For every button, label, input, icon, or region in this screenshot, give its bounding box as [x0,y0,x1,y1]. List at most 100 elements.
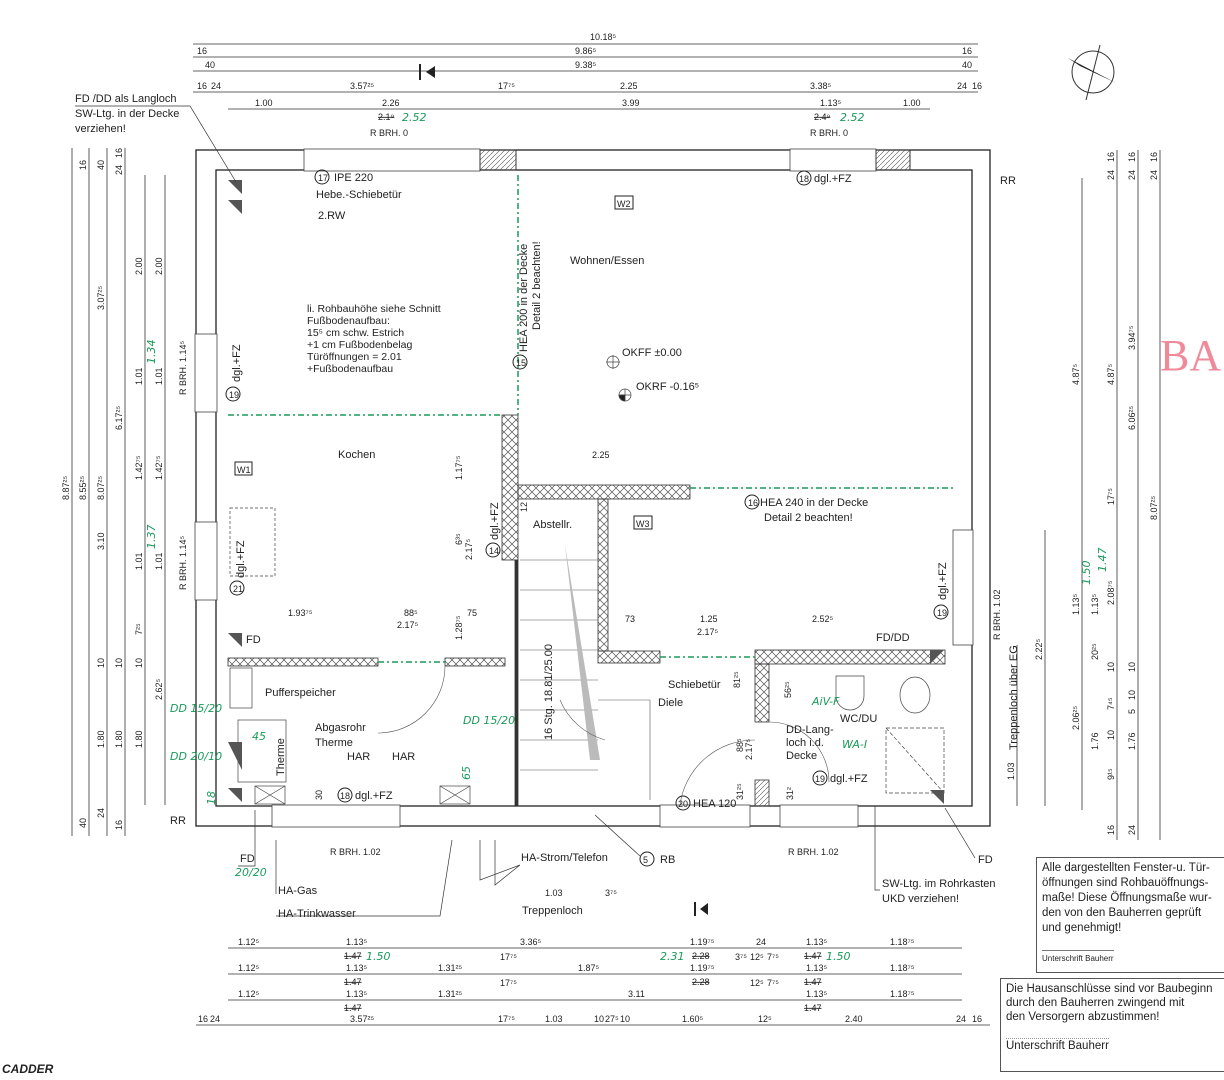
dim-text: 2.17⁵ [397,620,419,630]
dim-text: 1.13⁵ [806,963,828,973]
handwritten-dim: 1.50 [1080,561,1093,586]
room-har: HAR [392,751,415,763]
window-label: dgl.+FZ [937,562,949,600]
level-label: OKRF -0.16⁵ [636,381,699,393]
corner-hatches [228,180,944,804]
note-openings: Alle dargestellten Fenster-u. Tür- öffnu… [1036,857,1224,973]
dd-langloch-note: DD-Lang- loch i.d. Decke [786,724,834,762]
dim-text: 2.62⁵ [154,678,164,700]
dim-text: 16 [114,148,124,158]
dim-text: 16 [1106,825,1116,835]
dim-text-struck: 1.47 [344,977,362,987]
dim-text: 24 [1127,825,1137,835]
dim-text: 6³⁵ [454,533,464,545]
dim-text: 7⁴⁵ [1106,697,1116,710]
dim-text: 2.52⁵ [812,614,834,624]
dim-text: 81²⁵ [732,671,742,688]
dim-text: 3.36⁵ [520,937,542,947]
utility-label: HA-Strom/Telefon [521,852,608,864]
dim-text: 12⁵ [750,978,764,988]
handwritten-note: 65 [460,766,473,780]
beam-note: Detail 2 beachten! [764,512,853,524]
left-dimensions: 8.87²⁵ 8.55²⁵ 8.07²⁵ 3.07²⁵ 6.17²⁵ 2.00 … [61,148,164,830]
dim-text: 1.03 [1006,762,1016,780]
dim-text: 30 [314,790,324,800]
dim-text: 1.87⁵ [578,963,600,973]
dim-text: 1.13⁵ [820,98,842,108]
stairwell-label: Treppenloch über EG [1008,645,1020,750]
level-label: OKFF ±0.00 [622,347,682,359]
dim-text: 24 [956,1014,966,1024]
note-ukd: UKD verziehen! [882,893,959,905]
stairs [520,545,651,800]
handwritten-note: 20/20 [235,866,267,879]
dim-text: 31²⁵ [735,783,745,800]
stairs-label: 16 Stg. 18.81/25.00 [543,644,555,740]
dim-text: 16 [114,820,124,830]
rohbau-note: li. Rohbauhöhe siehe Schnitt Fußbodenauf… [307,303,441,375]
dim-text: 3.10 [96,532,106,550]
shaft-label: FD/DD [876,632,910,644]
window-number: 16 [748,498,758,508]
dim-text: 2.25 [620,81,638,91]
note-connections-text: Die Hausanschlüsse sind vor Baubeginn du… [1006,983,1213,1023]
sill-height-label: R BRH. 1.14⁵ [178,340,188,395]
dim-text: 2.00 [154,257,164,275]
handwritten-note: AiV-F [811,695,840,708]
window-openings [194,148,974,828]
dim-text: 40 [96,160,106,170]
signature-line: Unterschrift Bauherr [1042,950,1114,966]
dim-text: 2.08⁷⁵ [1106,580,1116,605]
window-number: 14 [489,546,499,556]
dim-text-struck: 1.47 [804,951,822,961]
window-number: 15 [516,358,526,368]
dim-text: 1.00 [903,98,921,108]
dim-text: 2.26 [382,98,400,108]
room-har: HAR [347,751,370,763]
dim-text: 2.25 [592,450,610,460]
dim-text: 10 [620,1014,630,1024]
utility-label: HA-Gas [278,885,318,897]
note-openings-text: Alle dargestellten Fenster-u. Tür- öffnu… [1042,862,1212,934]
dim-text: 1.12⁵ [238,937,260,947]
green-markup-lines [228,175,955,663]
right-dimensions: 24 16 24 16 24 16 4.87⁵ 4.87⁵ 3.94⁷⁵ 6.0… [1006,152,1159,835]
dim-text: 1.25 [700,614,718,624]
left-dimension-lines [71,148,166,836]
dim-text: 24 [1149,170,1159,180]
handwritten-dim: 1.50 [826,950,851,963]
dim-text: 3.11 [628,989,645,999]
dim-text: 9.86⁵ [575,46,597,56]
window-label: dgl.+FZ [231,344,243,382]
dim-text: 40 [78,818,88,828]
dim-text: 8.55²⁵ [78,475,88,500]
dim-text: 8.07²⁵ [1149,495,1159,520]
dim-text: 16 [197,46,207,56]
dim-text: 7²⁵ [134,623,144,635]
dim-text: 1.03 [545,888,563,898]
window-label: dgl.+FZ [814,173,852,185]
dim-text: 40 [962,60,972,70]
dim-text: 10 [1106,730,1116,740]
room-kochen: Kochen [338,449,375,461]
rb-label: RB [660,854,675,866]
beam-label: HEA 120 [693,798,736,810]
handwritten-note: DD 15/20 [463,714,515,727]
note-connections: Die Hausanschlüsse sind vor Baubeginn du… [1000,978,1224,1072]
door-label: Schiebetür [668,679,721,691]
note-fd-dd: FD /DD als Langloch [75,93,177,105]
dim-text: 10 [1127,690,1137,700]
dim-text: 17⁷⁵ [1106,488,1116,505]
plan-labels: FD /DD als Langloch SW-Ltg. in der Decke… [75,93,1020,920]
window-circle-markers [225,354,949,620]
window-label: dgl.+FZ [489,502,501,540]
dim-text: 10 [1106,662,1116,672]
dim-text: 12 [519,502,529,512]
section-marker-icon [419,64,708,916]
dim-text-struck: 1.47 [804,1003,822,1013]
dim-text: 6.17²⁵ [114,405,124,430]
dim-text: 3.99 [622,98,640,108]
dim-text: 1.13⁵ [346,937,368,947]
handwritten-note: WA-I [842,738,867,751]
dim-text: 8.87²⁵ [61,475,71,500]
